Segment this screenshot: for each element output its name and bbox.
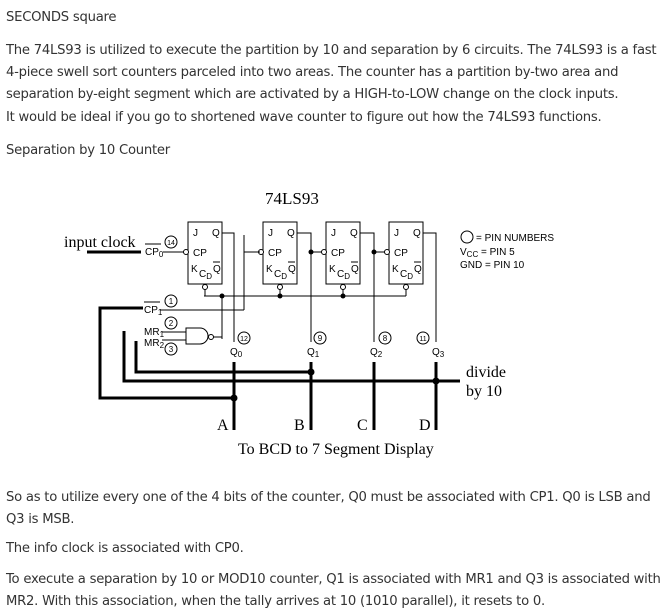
output-label-q2: Q2 (370, 347, 383, 359)
pin-circle-q0 (237, 331, 251, 345)
q1-to-mr2-wire (134, 341, 311, 374)
q-bar-label: Q (414, 264, 422, 275)
j-input-label: J (193, 228, 198, 239)
cd-label: CD (274, 269, 287, 281)
legend-pin-circle-icon (460, 230, 474, 244)
cp-input-label: CP (268, 248, 282, 259)
legend-gnd: GND = PIN 10 (460, 260, 525, 271)
clear-bubble (202, 284, 208, 290)
divide-label-2: by 10 (466, 383, 502, 400)
diagram-caption: To BCD to 7 Segment Display (238, 441, 434, 458)
q3-to-mr1-wire (122, 331, 460, 383)
j-input-label: J (394, 228, 399, 239)
q0-to-cp1-wire (98, 306, 234, 400)
clock-paragraph: The info clock is associated with CP0. (6, 541, 244, 556)
clock-bubble (321, 249, 327, 255)
output-label-q0: Q0 (230, 347, 243, 359)
reference-paragraph: It would be ideal if you go to shortened… (6, 110, 602, 125)
flip-flop-body (388, 221, 424, 285)
bcd-label-b: B (294, 417, 305, 434)
chip-title: 74LS93 (265, 189, 319, 208)
k-input-label: K (266, 264, 273, 275)
clock-bubble (183, 249, 189, 255)
pin-number-q2: 8 (383, 334, 388, 343)
nand-gate (185, 327, 209, 345)
k-input-label: K (329, 264, 336, 275)
k-input-label: K (392, 264, 399, 275)
q-output-label: Q (413, 228, 421, 239)
pin-circle-q1 (313, 331, 327, 345)
clear-bubble (277, 284, 283, 290)
cd-label: CD (199, 269, 212, 281)
bcd-label-d: D (419, 417, 431, 434)
cd-label: CD (400, 269, 413, 281)
legend-vcc: VCC = PIN 5 (460, 247, 515, 259)
section-title: Separation by 10 Counter (6, 143, 170, 158)
q-output-wire (222, 232, 235, 236)
junction-dot (219, 293, 225, 299)
junction-dot (277, 293, 283, 299)
mod10-paragraph: To execute a separation by 10 or MOD10 c… (6, 572, 661, 609)
pin-number-q1: 9 (318, 334, 323, 343)
q-output-wire (297, 232, 312, 236)
legend-pin-numbers: = PIN NUMBERS (476, 233, 554, 244)
q-output-wire (423, 232, 437, 236)
pin-circle-q2 (378, 331, 392, 345)
intro-paragraph: The 74LS93 is utilized to execute the pa… (6, 43, 657, 102)
cp-input-label: CP (394, 248, 408, 259)
pin-circle-q3 (416, 331, 430, 345)
bcd-label-a: A (217, 417, 229, 434)
q-bar-label: Q (288, 264, 296, 275)
cd-label: CD (337, 269, 350, 281)
clear-bubble (403, 284, 409, 290)
mr1-label: MR1 (144, 327, 165, 339)
cp-input-label: CP (331, 248, 345, 259)
q-bar-label: Q (213, 264, 221, 275)
pin-number-cp1: 1 (169, 297, 174, 306)
clock-bubble (384, 249, 390, 255)
pin-number-mr2: 3 (169, 345, 174, 354)
q-bar-label: Q (351, 264, 359, 275)
k-input-label: K (191, 264, 198, 275)
cp1-label: CP1 (144, 305, 163, 317)
pin-circle-cp0 (164, 235, 178, 249)
pin-circle-cp1 (164, 294, 178, 308)
pin-number-cp0: 14 (167, 240, 175, 247)
cp0-label: CP0 (145, 247, 164, 259)
j-input-label: J (331, 228, 336, 239)
input-clock-label: input clock (64, 234, 136, 251)
nand-bubble (208, 334, 214, 340)
q-output-label: Q (350, 228, 358, 239)
j-input-label: J (268, 228, 273, 239)
pin-number-q3: 11 (419, 336, 426, 343)
mr2-label: MR2 (144, 338, 165, 350)
pin-number-q0: 12 (240, 336, 248, 343)
pin-circle-mr1 (164, 316, 178, 330)
flip-flop-body (325, 221, 361, 285)
clear-bubble (340, 284, 346, 290)
junction-dot (340, 293, 346, 299)
junction-dot (230, 394, 238, 402)
heading: SECONDS square (6, 10, 117, 25)
q-output-wire (360, 232, 375, 236)
cp-input-label: CP (193, 248, 207, 259)
q-output-label: Q (287, 228, 295, 239)
junction-dot (432, 377, 440, 385)
output-label-q3: Q3 (432, 347, 445, 359)
output-label-q1: Q1 (307, 347, 320, 359)
junction-dot (307, 368, 315, 376)
q-output-label: Q (212, 228, 220, 239)
bits-paragraph: So as to utilize every one of the 4 bits… (6, 490, 651, 527)
pin-circle-mr2 (164, 342, 178, 356)
pin-number-mr1: 2 (169, 319, 174, 328)
divide-label: divide (466, 364, 506, 381)
bcd-label-c: C (357, 417, 368, 434)
